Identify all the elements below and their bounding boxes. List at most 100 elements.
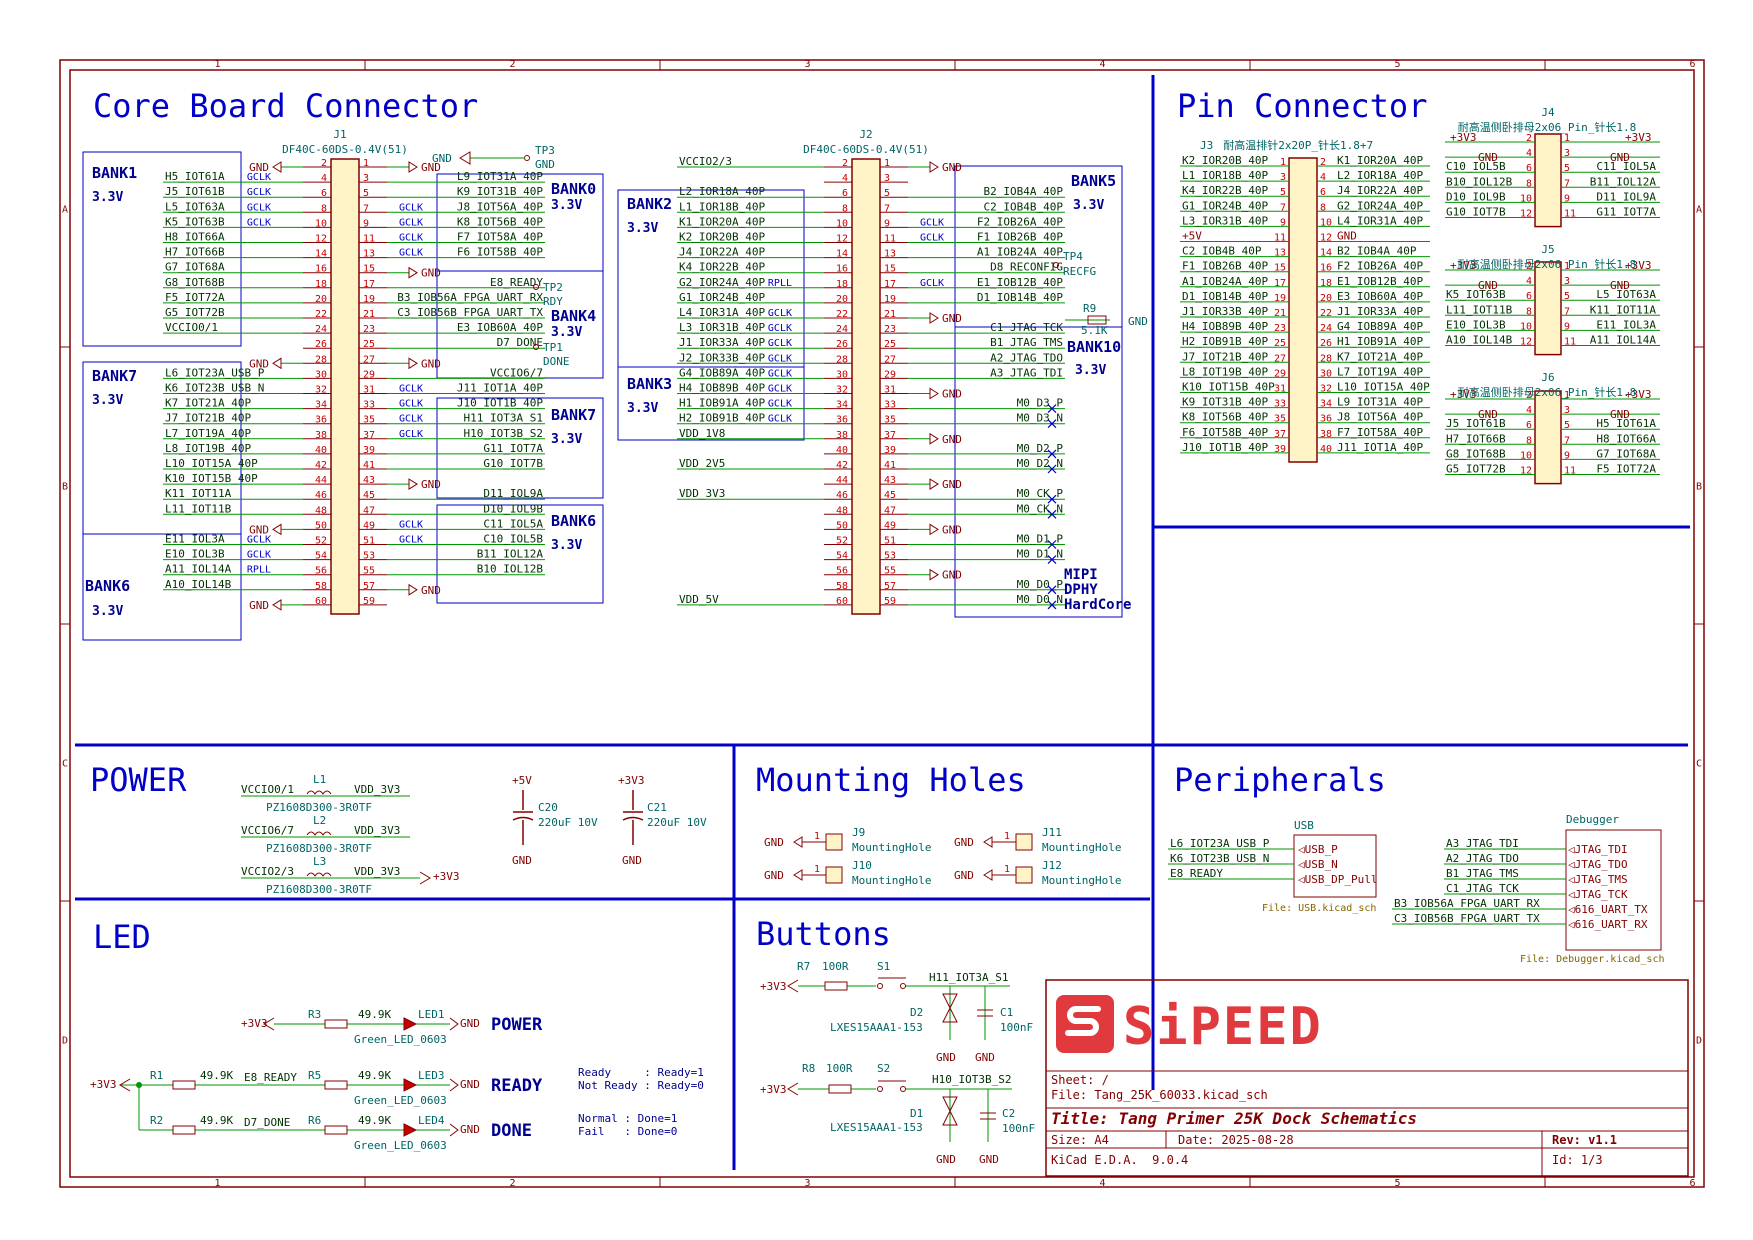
j3-pin-22: 22 xyxy=(1320,308,1332,319)
bank5-label: BANK5 xyxy=(1071,172,1116,190)
j2-pin-8: 8 xyxy=(842,203,848,214)
s1-ref: S1 xyxy=(877,960,890,973)
j1-pin-1: 1 xyxy=(363,158,369,169)
j2-left-net: L3_IOR31B_40P xyxy=(679,321,765,334)
j3-right-net: L10_IOT15A_40P xyxy=(1337,381,1430,394)
j2-pin-49: 49 xyxy=(884,520,896,531)
j1-pin-51: 51 xyxy=(363,536,375,547)
frame-col-top-6: 6 xyxy=(1689,59,1695,70)
j1-left-net: GND xyxy=(249,523,269,536)
j2-pin-6: 6 xyxy=(842,188,848,199)
j2-pin-22: 22 xyxy=(836,309,848,320)
j1-left-net: G5_IOT72B xyxy=(165,306,225,319)
j3-left-net: G1_IOR24B_40P xyxy=(1182,199,1268,212)
j2-pin-34: 34 xyxy=(836,400,848,411)
j5-pin-9: 9 xyxy=(1564,321,1570,332)
j2-left-tag: GCLK xyxy=(768,384,792,395)
usb-net: L6_IOT23A_USB_P xyxy=(1170,837,1270,850)
j3-right-net: B2_IOB4A_40P xyxy=(1337,245,1417,258)
j6-pin-2: 2 xyxy=(1526,390,1532,401)
j1-right-net: K8_IOT56B_40P xyxy=(457,215,543,228)
debugger-net: C3_IOB56B_FPGA_UART_TX xyxy=(1394,912,1540,925)
j2-right-tag: GCLK xyxy=(920,278,944,289)
tp3-net: GND xyxy=(535,158,555,171)
led1-rail: +3V3 xyxy=(241,1017,268,1030)
j1-pin-29: 29 xyxy=(363,369,375,380)
j12-pin: 1 xyxy=(1004,864,1010,875)
j1-left-tag: RPLL xyxy=(247,565,271,576)
led3-part: Green_LED_0603 xyxy=(354,1094,447,1107)
j2-left-net: K1_IOR20A_40P xyxy=(679,215,765,228)
j5-pin-10: 10 xyxy=(1520,321,1532,332)
j2-right-net: M0_D3_N xyxy=(1017,412,1063,425)
j2-right-tag: GCLK xyxy=(920,233,944,244)
j2-right-net: GND xyxy=(942,478,962,491)
j2-pin-1: 1 xyxy=(884,158,890,169)
j6-pin-12: 12 xyxy=(1520,466,1532,477)
j5-left-net: L11_IOT11B xyxy=(1446,303,1513,316)
j5-pin-2: 2 xyxy=(1526,261,1532,272)
j1-pin-16: 16 xyxy=(315,264,327,275)
j2-right-tag: GCLK xyxy=(920,217,944,228)
j3-pin-21: 21 xyxy=(1274,308,1286,319)
frame-col-top-5: 5 xyxy=(1394,59,1400,70)
j2-pin-4: 4 xyxy=(842,173,848,184)
debugger-net: B3_IOB56A_FPGA_UART_RX xyxy=(1394,897,1540,910)
j1-pin-53: 53 xyxy=(363,551,375,562)
j4-left-net: D10_IOL9B xyxy=(1446,190,1506,203)
j5-pin-6: 6 xyxy=(1526,291,1532,302)
j11-body xyxy=(1015,833,1033,851)
j4-pin-9: 9 xyxy=(1564,193,1570,204)
j3-right-net: K1_IOR20A_40P xyxy=(1337,154,1423,167)
j1-pin-21: 21 xyxy=(363,309,375,320)
j2-right-net: M0_CK_N xyxy=(1017,502,1063,515)
j1-left-net: H7_IOT66B xyxy=(165,246,225,259)
j1-right-net: L9_IOT31A_40P xyxy=(457,170,543,183)
c20-rail: +5V xyxy=(512,774,532,787)
j4-pin-10: 10 xyxy=(1520,193,1532,204)
bank4-label: BANK4 xyxy=(551,307,596,325)
j2-left-net: G2_IOR24A_40P xyxy=(679,276,765,289)
j1-left-net: K5_IOT63B xyxy=(165,215,225,228)
l1-in: VCCIO0/1 xyxy=(241,783,294,796)
bank0-voltage: 3.3V xyxy=(551,198,582,213)
bank1-label: BANK1 xyxy=(92,164,137,182)
debugger-pin: ◁616_UART_TX xyxy=(1568,903,1648,916)
j3-right-net: J8_IOT56A_40P xyxy=(1337,411,1423,424)
j1-right-net: D10_IOL9B xyxy=(483,502,543,515)
bank5-voltage: 3.3V xyxy=(1073,198,1104,213)
j3-pin-29: 29 xyxy=(1274,368,1286,379)
j2-right-net: A3_JTAG_TDI xyxy=(990,366,1063,379)
j3-pin-11: 11 xyxy=(1274,233,1286,244)
j3-pin-26: 26 xyxy=(1320,338,1332,349)
j2-right-net: M0_D2_P xyxy=(1017,442,1064,455)
j1-right-net: GND xyxy=(421,478,441,491)
j2-pin-55: 55 xyxy=(884,566,896,577)
j1-right-net: C10_IOL5B xyxy=(483,533,543,546)
j3-right-net: G4_IOB89A_40P xyxy=(1337,320,1423,333)
j1-pin-3: 3 xyxy=(363,173,369,184)
section-dividers xyxy=(75,75,1690,1170)
j6-ref: J6 xyxy=(1541,371,1554,384)
j2-value: DF40C-60DS-0.4V(51) xyxy=(803,143,929,156)
sheet-date: Date: 2025-08-28 xyxy=(1178,1133,1294,1147)
j3-left-net: H2_IOB91B_40P xyxy=(1182,335,1268,348)
j1-pin-46: 46 xyxy=(315,490,327,501)
j10-value: MountingHole xyxy=(852,874,931,887)
j2-right-net: M0_D2_N xyxy=(1017,457,1063,470)
j1-pin-20: 20 xyxy=(315,294,327,305)
j4-right-net: D11_IOL9A xyxy=(1596,190,1656,203)
j4-pin-3: 3 xyxy=(1564,148,1570,159)
j1-left-net: VCCIO0/1 xyxy=(165,321,218,334)
usb-pin: ◁USB_N xyxy=(1298,858,1338,871)
j3-right-net: L4_IOR31A_40P xyxy=(1337,214,1423,227)
usb-sheet: USB File: USB.kicad_sch L6_IOT23A_USB_P◁… xyxy=(1168,819,1377,914)
frame-col-bottom-6: 6 xyxy=(1689,1178,1695,1189)
j3-pin-30: 30 xyxy=(1320,368,1332,379)
led4-gnd: GND xyxy=(460,1123,480,1136)
frame-col-top-4: 4 xyxy=(1099,59,1105,70)
j1-pin-37: 37 xyxy=(363,430,375,441)
j2-left-tag: GCLK xyxy=(768,399,792,410)
j3-left-net: J1_IOR33B_40P xyxy=(1182,305,1268,318)
